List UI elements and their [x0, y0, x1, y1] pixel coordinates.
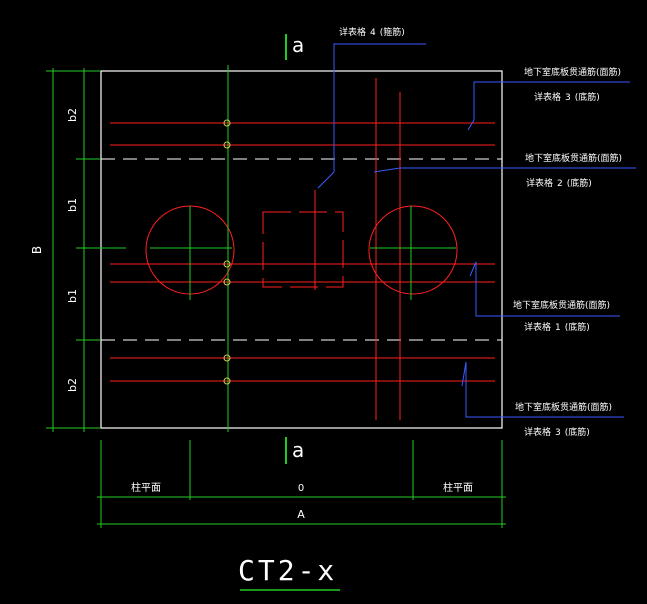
- dim-left-label: 柱平面: [131, 481, 161, 494]
- column-outline: [262, 211, 344, 288]
- callout-2-line1: 地下室底板贯通筋(面筋): [524, 66, 621, 78]
- dim-b1-lower: b1: [66, 289, 79, 303]
- dim-right-label: 柱平面: [443, 481, 473, 494]
- callout-leaders: [317, 43, 636, 418]
- callout-5-line1: 地下室底板贯通筋(面筋): [515, 401, 612, 413]
- pile-circle-right: [368, 205, 458, 295]
- section-mark-bottom: a: [292, 438, 304, 462]
- dim-b2-top: b2: [66, 108, 79, 122]
- vertical-rebars: [375, 78, 401, 420]
- dim-b1-upper: b1: [66, 198, 79, 212]
- dim-b2-bottom: b2: [66, 378, 79, 392]
- horizontal-rebars: [110, 122, 495, 382]
- bottom-dimension-chain: [97, 440, 506, 528]
- slab-outline: [100, 70, 503, 429]
- dim-middle-label: 0: [298, 483, 304, 494]
- left-dimension-chain: [46, 68, 100, 432]
- rebar-marks: [223, 119, 231, 385]
- callout-3-line1: 地下室底板贯通筋(面筋): [525, 152, 622, 164]
- dim-B: B: [30, 246, 44, 254]
- drawing-title: CT2-x: [238, 554, 337, 587]
- dim-A: A: [297, 508, 305, 521]
- callout-4-line1: 地下室底板贯通筋(面筋): [513, 299, 610, 311]
- section-mark-top: a: [292, 33, 304, 57]
